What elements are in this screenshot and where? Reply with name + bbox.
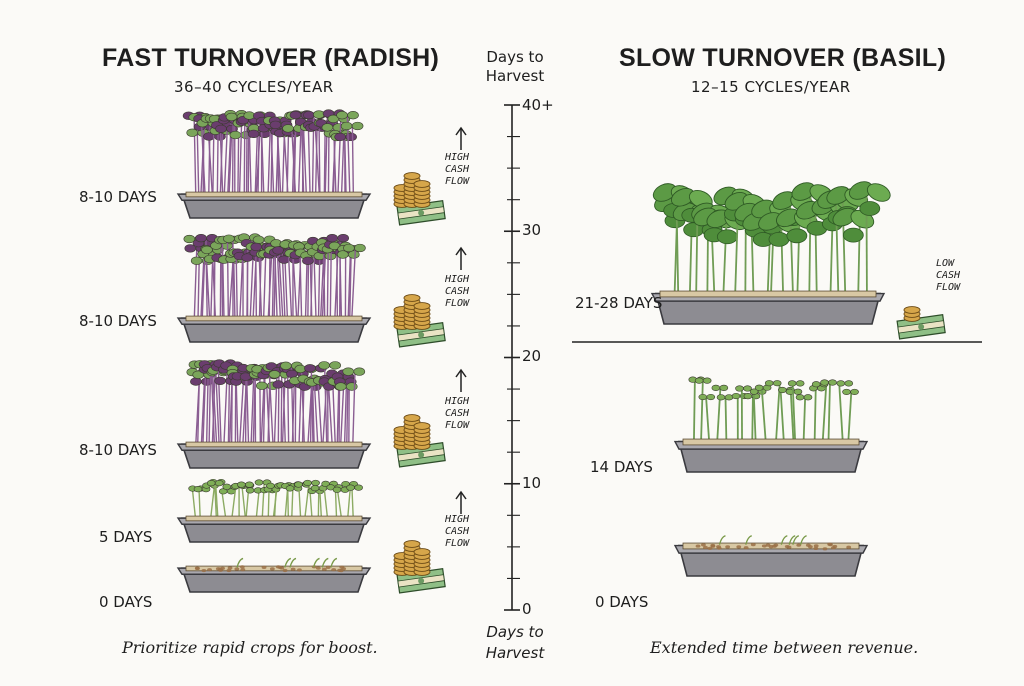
radish-tray-stage-4	[176, 478, 372, 543]
up-arrow-icon	[455, 490, 467, 514]
left-title: FAST TURNOVER (RADISH)	[102, 44, 440, 72]
axis-tick-20: 20	[522, 347, 542, 365]
money-stack-icon	[393, 540, 446, 594]
basil-tray-stage-2	[673, 376, 869, 473]
left-caption: Prioritize rapid crops for boost.	[122, 638, 378, 657]
axis-tick-30: 30	[522, 221, 542, 239]
axis-tick-0: 0	[522, 600, 532, 618]
up-arrow-icon	[455, 246, 467, 270]
right-stage-label-2: 14 DAYS	[590, 458, 653, 476]
axis-tick-10: 10	[522, 474, 542, 492]
days-axis	[504, 104, 520, 611]
up-arrow-icon	[455, 126, 467, 150]
basil-tray-stage-1	[650, 181, 891, 325]
up-arrow-icon	[455, 368, 467, 392]
right-title: SLOW TURNOVER (BASIL)	[619, 44, 947, 72]
money-stack-icon	[393, 172, 446, 226]
radish-tray-stage-2	[176, 233, 372, 343]
radish-tray-stage-3	[176, 359, 372, 469]
basil-tray-stage-3	[673, 535, 869, 577]
axis-tick-40: 40+	[522, 96, 554, 114]
left-stage-label-4: 5 DAYS	[99, 528, 153, 546]
right-caption: Extended time between revenue.	[650, 638, 919, 657]
right-stage-label-1: 21-28 DAYS	[575, 294, 663, 312]
left-stage-label-1: 8-10 DAYS	[79, 188, 157, 206]
left-stage-label-5: 0 DAYS	[99, 593, 153, 611]
left-stage-label-2: 8-10 DAYS	[79, 312, 157, 330]
money-stack-icon	[393, 294, 446, 348]
right-stage-label-3: 0 DAYS	[595, 593, 649, 611]
axis-bottom-label: Days to Harvest	[485, 623, 545, 662]
harvest-threshold-line	[572, 341, 982, 343]
radish-tray-stage-1	[176, 109, 372, 219]
axis-top-label: Days to Harvest	[485, 48, 545, 85]
radish-tray-stage-5	[176, 557, 372, 593]
left-subtitle: 36–40 CYCLES/YEAR	[174, 78, 334, 96]
right-subtitle: 12–15 CYCLES/YEAR	[691, 78, 851, 96]
left-stage-label-3: 8-10 DAYS	[79, 441, 157, 459]
money-stack-icon	[896, 306, 946, 340]
money-stack-icon	[393, 414, 446, 468]
